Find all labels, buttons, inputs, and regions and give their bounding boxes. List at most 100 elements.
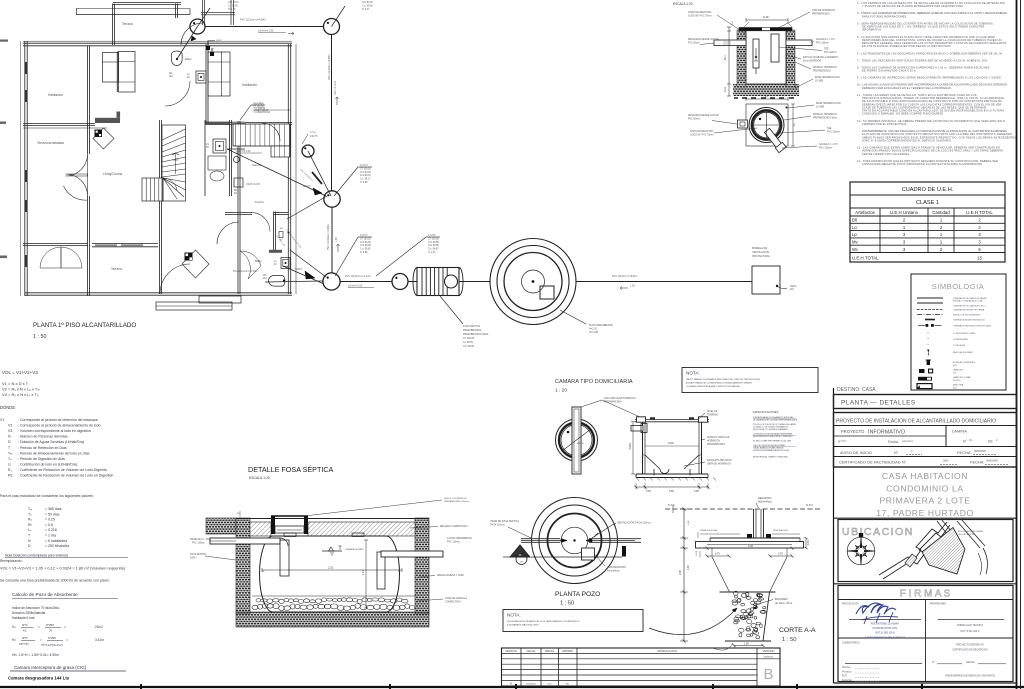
svg-text:CT 100.20: CT 100.20 bbox=[360, 238, 371, 240]
svg-text:1.90: 1.90 bbox=[687, 565, 690, 570]
svg-text:Para el caso estudiado se: Para el caso estudiado se consideran los… bbox=[0, 494, 94, 498]
svg-text:PVC 110mm: PVC 110mm bbox=[819, 148, 832, 150]
svg-text:VOL = V1+V2+V3 = 1.05 +: VOL = V1+V2+V3 = 1.05 + 0,12 + 0.0324 = … bbox=[0, 566, 126, 571]
svg-text:T: T bbox=[28, 534, 31, 538]
svg-text:TUBERIA PROYECTADA POR CIELO: TUBERIA PROYECTADA POR CIELO bbox=[953, 305, 986, 308]
svg-text:CODO 90° PVC 75mm: CODO 90° PVC 75mm bbox=[688, 16, 711, 18]
svg-text:DE: DE bbox=[988, 440, 993, 444]
svg-text:C.s 99.55: C.s 99.55 bbox=[228, 5, 239, 7]
svg-text:CONSULTADA MEDIANTE FICHA (PRO: CONSULTADA MEDIANTE FICHA (PROPUESTA) AL… bbox=[862, 163, 982, 166]
svg-text:1: 1 bbox=[940, 218, 943, 223]
svg-text:: Corresponde al periodo d: : Corresponde al periodo de almacenamien… bbox=[18, 424, 101, 428]
svg-text:BANQUETA HECHA EN: BANQUETA HECHA EN bbox=[707, 459, 732, 462]
svg-text:DE AGUA POTABLE O UNA UNION DO: DE AGUA POTABLE O UNA UNION DOMICILIARIA… bbox=[862, 100, 1003, 103]
svg-text:C=2.99.08: C=2.99.08 bbox=[360, 245, 371, 247]
svg-text:PVC 110mm: PVC 110mm bbox=[192, 543, 205, 545]
svg-text:03/06/2021: 03/06/2021 bbox=[526, 684, 537, 686]
svg-text:: Periodo de Retención en: : Periodo de Retención en Días bbox=[18, 446, 67, 450]
svg-text:N.T.N: N.T.N bbox=[806, 503, 813, 507]
svg-text:C.s. 99.17: C.s. 99.17 bbox=[360, 179, 371, 181]
svg-text:LA DISTANCIA DE LA BASE D: LA DISTANCIA DE LA BASE DEL POZO ABSORBE… bbox=[507, 620, 580, 623]
svg-text:MODIFICACIÓN: MODIFICACIÓN bbox=[657, 648, 676, 653]
svg-text:144.75: 144.75 bbox=[310, 135, 318, 138]
svg-text:H. 0.83: H. 0.83 bbox=[360, 182, 368, 184]
svg-text:TANTO EN AGUA POTABLE COMO EN: TANTO EN AGUA POTABLE COMO EN ALCANTARIL… bbox=[862, 110, 1004, 113]
svg-text:t.a: t.a bbox=[927, 337, 930, 340]
svg-text:ARENA GRUESA Y CAPA: ARENA GRUESA Y CAPA bbox=[437, 574, 464, 577]
svg-text:PROYECTO: PROYECTO bbox=[841, 429, 865, 434]
svg-text:V2: V2 bbox=[8, 424, 12, 428]
svg-text:H. 0.45: H. 0.45 bbox=[228, 9, 236, 11]
svg-text:Calculo de Pozo de Absorbe: Calculo de Pozo de Absorbente bbox=[12, 592, 78, 597]
svg-text:V3: V3 bbox=[8, 429, 12, 433]
svg-text:C.I.N°3: C.I.N°3 bbox=[360, 165, 368, 167]
svg-text:JUNTA PEGADAS C/ PEGAMENTO: JUNTA PEGADAS C/ PEGAMENTO ESPECIAL bbox=[753, 416, 793, 419]
svg-text:C.I.C N°1: C.I.C N°1 bbox=[254, 103, 265, 106]
svg-text:C.0890/H99.92: C.0890/H99.92 bbox=[253, 110, 269, 112]
svg-text:Tₘ: Tₘ bbox=[8, 451, 13, 455]
svg-text:03/06/2021: 03/06/2021 bbox=[763, 657, 774, 659]
svg-text:1.00: 1.00 bbox=[688, 520, 690, 525]
svg-text:INFORMATIVO: INFORMATIVO bbox=[868, 430, 905, 436]
svg-text:PREFABRICADA 2000L: PREFABRICADA 2000L bbox=[463, 333, 489, 336]
svg-text:Reemplazando:: Reemplazando: bbox=[0, 559, 22, 563]
svg-text:PVC 110mm: PVC 110mm bbox=[816, 43, 829, 45]
svg-text:= 1 día: = 1 día bbox=[45, 534, 56, 538]
svg-text:GTC: GTC bbox=[547, 684, 552, 686]
svg-text:3.00: 3.00 bbox=[748, 544, 754, 548]
svg-text:0.10: 0.10 bbox=[724, 87, 727, 92]
svg-text:Bll: Bll bbox=[852, 218, 857, 223]
svg-text:Lo: Lo bbox=[852, 225, 857, 230]
svg-text:VOL = V1+V2+V3: VOL = V1+V2+V3 bbox=[2, 370, 38, 375]
svg-text:TUBERIA PROYECTADA POR RADIER: TUBERIA PROYECTADA POR RADIER bbox=[953, 297, 987, 300]
svg-text:CODO 90° PVC 75mm: CODO 90° PVC 75mm bbox=[690, 135, 713, 137]
svg-text:CODO DE REGISTRO: CODO DE REGISTRO bbox=[688, 12, 712, 14]
svg-text:3: 3 bbox=[903, 240, 906, 245]
svg-text:4.90: 4.90 bbox=[679, 570, 682, 575]
svg-text:A POZO ABSORBENTE: A POZO ABSORBENTE bbox=[447, 537, 472, 540]
svg-text:APROBÓ: APROBÓ bbox=[562, 648, 573, 653]
svg-text:13.- LAS CAMARAS QUE ESTEN SOM: 13.- LAS CAMARAS QUE ESTEN SOMETIDAS A T… bbox=[857, 146, 1000, 149]
svg-text:Ht= 1.5+H = 1.50+3.41= 4.: Ht= 1.5+H = 1.50+3.41= 4.90m bbox=[12, 653, 59, 657]
svg-text:Habitación: Habitación bbox=[48, 93, 63, 97]
svg-text:CONSTRUCTOR CIVIL: CONSTRUCTOR CIVIL bbox=[872, 627, 898, 630]
svg-text:8.- TODAS LAS CAMARAS DE INSPE: 8.- TODAS LAS CAMARAS DE INSPECCION SUPE… bbox=[857, 66, 990, 69]
svg-text:CONDOMINIO LA: CONDOMINIO LA bbox=[886, 483, 964, 493]
svg-text:N°: N° bbox=[838, 440, 842, 444]
svg-text:TAPA DE HORMIGON: TAPA DE HORMIGON bbox=[812, 9, 835, 12]
svg-text:TUBERIA DE VENTILACION PROYECT: TUBERIA DE VENTILACION PROYECTADA bbox=[953, 324, 992, 327]
svg-text:C.I.C N°1: C.I.C N°1 bbox=[253, 103, 263, 105]
svg-text:0.30: 0.30 bbox=[807, 540, 810, 545]
svg-text:C=1.99.08: C=1.99.08 bbox=[360, 242, 371, 244]
svg-text:CORRESPONDIENTE A AMB COMPS: CORRESPONDIENTE A AMB COMPS DE DISTANCIA bbox=[686, 385, 740, 388]
svg-text:40cmx40cm: 40cmx40cm bbox=[758, 500, 772, 504]
svg-text:6*250: 6*250 bbox=[48, 636, 56, 640]
svg-text:90: 90 bbox=[237, 513, 240, 515]
svg-text:4.- LAS PENDIENTES DE LAS DESC: 4.- LAS PENDIENTES DE LAS DESCARGAS HORI… bbox=[857, 52, 1003, 55]
svg-text:ESCALA 1:20: ESCALA 1:20 bbox=[673, 2, 693, 6]
svg-text:U.E.H TOTAL: U.E.H TOTAL bbox=[966, 210, 993, 215]
svg-text:Baño: Baño bbox=[185, 57, 192, 61]
svg-text:BASE HORMIGON H18: BASE HORMIGON H18 bbox=[816, 102, 841, 105]
svg-text:0.10: 0.10 bbox=[636, 473, 638, 478]
svg-text:ESTUCO ACABADO A CEMENTO: ESTUCO ACABADO A CEMENTO bbox=[803, 56, 839, 59]
svg-text:TODOS LOS TUBOS DE PVC DEBEN S: TODOS LOS TUBOS DE PVC DEBEN SELLARSE bbox=[753, 423, 797, 426]
svg-text:LAVATORIO: LAVATORIO bbox=[953, 369, 964, 372]
svg-text:Artefactos: Artefactos bbox=[855, 210, 876, 215]
svg-text:N°: N° bbox=[894, 451, 899, 455]
svg-text:PVC 110.0mm L=2.96m: PVC 110.0mm L=2.96m bbox=[327, 225, 330, 250]
svg-text:PVC 110.0mm L=1.35m: PVC 110.0mm L=1.35m bbox=[233, 271, 257, 273]
svg-text:AMBOS PLANOS SER ARCHIVADOS EN: AMBOS PLANOS SER ARCHIVADOS EN EL EXPEDI… bbox=[862, 136, 1016, 139]
svg-text:2: 2 bbox=[978, 225, 981, 230]
svg-text:2: 2 bbox=[940, 247, 943, 252]
svg-text:=: = bbox=[38, 625, 40, 629]
svg-text:VIENE DE FOSA: VIENE DE FOSA bbox=[700, 529, 717, 532]
svg-text:PVC 90mm: PVC 90mm bbox=[688, 43, 700, 45]
svg-text:: Contribución de lodo en: : Contribución de lodo en (Lt/Hab/Día). bbox=[18, 462, 78, 466]
svg-text:90: 90 bbox=[398, 571, 401, 573]
svg-text:MODULO HORMIGON: MODULO HORMIGON bbox=[444, 498, 467, 500]
svg-text:9.- LAS CAMARAS DE INSPECCION,: 9.- LAS CAMARAS DE INSPECCION, SERAN ABS… bbox=[857, 77, 1002, 80]
svg-text:12.- SU PRIMERA INSTANCIA, SE: 12.- SU PRIMERA INSTANCIA, SE DEBERA PRE… bbox=[857, 120, 1005, 123]
svg-text:CORTE A-A: CORTE A-A bbox=[779, 627, 816, 634]
svg-text:DE FIERRO GALVANIZADO CADA 0.3: DE FIERRO GALVANIZADO CADA 0.30 m. bbox=[862, 70, 917, 73]
